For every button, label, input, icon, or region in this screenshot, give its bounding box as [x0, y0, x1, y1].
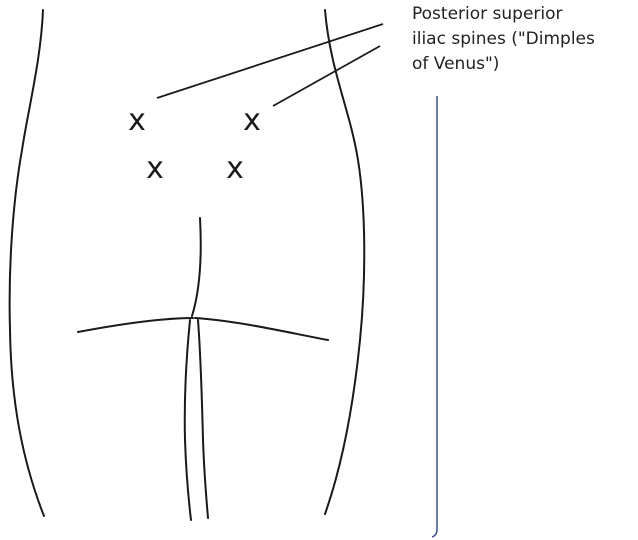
right-lower-marker: x	[226, 151, 244, 186]
leader-line-left	[157, 24, 383, 98]
right-psis-marker: x	[243, 103, 261, 138]
region-bracket-line	[432, 96, 437, 537]
left-body-outline	[10, 10, 44, 516]
left-gluteal-fold	[78, 318, 193, 332]
gluteal-cleft-line	[192, 218, 201, 316]
left-inner-thigh-line	[185, 320, 191, 520]
callout-line-3: of Venus")	[412, 52, 636, 77]
callout-line-1: Posterior superior	[412, 2, 636, 27]
right-gluteal-fold	[195, 318, 328, 340]
left-lower-marker: x	[146, 151, 164, 186]
psis-callout-label: Posterior superior iliac spines ("Dimple…	[412, 2, 636, 77]
left-psis-marker: x	[128, 103, 146, 138]
callout-line-2: iliac spines ("Dimples	[412, 27, 636, 52]
right-body-outline	[325, 10, 364, 514]
right-inner-thigh-line	[198, 320, 208, 518]
